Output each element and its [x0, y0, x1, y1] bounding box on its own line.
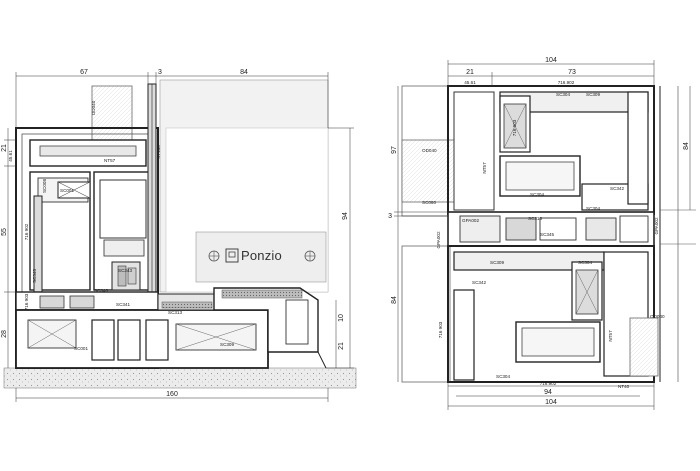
svg-text:SC313: SC313 — [168, 310, 182, 315]
svg-text:21: 21 — [338, 342, 345, 350]
svg-text:SC348: SC348 — [32, 269, 37, 283]
right-right-dimension: 84 — [683, 86, 691, 210]
svg-text:SC008: SC008 — [42, 179, 47, 193]
svg-text:OD040: OD040 — [91, 100, 96, 115]
svg-text:73: 73 — [568, 69, 576, 76]
svg-text:SC342: SC342 — [610, 186, 624, 191]
left-top-dimensions: 67 3 84 — [15, 69, 329, 128]
svg-text:SC304: SC304 — [496, 374, 510, 379]
ponzio-logo-plate: Ponzio — [195, 231, 327, 283]
svg-text:3: 3 — [158, 69, 162, 76]
svg-text:SC304: SC304 — [530, 192, 544, 197]
svg-text:SC309: SC309 — [586, 92, 600, 97]
svg-text:84: 84 — [240, 69, 248, 76]
svg-text:94: 94 — [544, 389, 552, 396]
glass-top — [91, 85, 133, 143]
svg-text:160: 160 — [166, 391, 178, 398]
svg-text:84: 84 — [391, 296, 398, 304]
svg-text:OD040: OD040 — [650, 314, 665, 319]
svg-text:SC343: SC343 — [118, 268, 132, 273]
logo-mark-icon — [225, 248, 239, 263]
svg-text:716.902: 716.902 — [540, 381, 557, 386]
svg-text:NT57: NT57 — [482, 162, 487, 174]
svg-text:84: 84 — [683, 142, 690, 150]
svg-text:104: 104 — [545, 399, 557, 406]
svg-text:94: 94 — [342, 212, 349, 220]
svg-text:45.61: 45.61 — [8, 150, 13, 162]
interlock-hardware — [111, 261, 141, 291]
svg-text:ST140: ST140 — [156, 145, 161, 159]
svg-text:104: 104 — [545, 57, 557, 64]
svg-text:GPA002: GPA002 — [654, 217, 659, 234]
svg-text:716.902: 716.902 — [558, 80, 575, 85]
svg-text:SC341: SC341 — [116, 302, 130, 307]
right-section: 104 21 73 45.61 716.902 97 3 84 84 716.9… — [388, 57, 696, 410]
svg-text:716 903: 716 903 — [512, 119, 517, 136]
right-left-dimensions: 97 3 84 — [388, 86, 448, 382]
svg-text:10: 10 — [338, 314, 345, 322]
svg-text:SC304: SC304 — [578, 260, 592, 265]
svg-text:SC309: SC309 — [490, 260, 504, 265]
left-bottom-dimension: 160 — [15, 388, 329, 402]
svg-text:GPA002: GPA002 — [436, 231, 441, 248]
left-side-dimensions: 21 45.61 55 28 — [1, 128, 16, 368]
svg-text:NT57: NT57 — [104, 158, 116, 163]
left-section: Ponzio — [1, 69, 357, 402]
svg-text:21: 21 — [466, 69, 474, 76]
right-lower-frame — [447, 245, 655, 383]
svg-text:SC001: SC001 — [74, 346, 88, 351]
svg-text:NT57: NT57 — [608, 330, 613, 342]
svg-text:716 903: 716 903 — [24, 293, 29, 310]
left-right-dimensions: 94 10 21 — [326, 127, 354, 369]
svg-text:GPA002: GPA002 — [462, 218, 479, 223]
svg-text:716 903: 716 903 — [438, 321, 443, 338]
svg-text:SC346: SC346 — [94, 288, 108, 293]
left-part-labels: OD040 NT57 SC001 SC001 SC008 SC341 SC343… — [24, 100, 234, 351]
svg-text:3: 3 — [388, 213, 392, 220]
right-part-labels: SC304 SC309 SC304 SC304 SC342 SC345 SC31… — [422, 92, 665, 389]
svg-text:21: 21 — [1, 144, 8, 152]
right-top-dimensions: 104 21 73 45.61 716.902 — [447, 57, 655, 86]
svg-text:97: 97 — [391, 146, 398, 154]
svg-text:28: 28 — [1, 330, 8, 338]
svg-text:OD040: OD040 — [422, 148, 437, 153]
svg-text:SC316: SC316 — [528, 216, 542, 221]
svg-text:SC345: SC345 — [540, 232, 554, 237]
svg-text:55: 55 — [1, 228, 8, 236]
svg-text:SC309: SC309 — [220, 342, 234, 347]
svg-text:SC342: SC342 — [472, 280, 486, 285]
floor-ground — [3, 367, 357, 389]
svg-text:SC060: SC060 — [422, 200, 436, 205]
logo-text: Ponzio — [241, 248, 282, 263]
svg-text:NT40: NT40 — [618, 384, 630, 389]
svg-text:SC001: SC001 — [60, 188, 74, 193]
svg-text:716 902: 716 902 — [24, 223, 29, 240]
svg-text:SC304: SC304 — [556, 92, 570, 97]
svg-text:SC304: SC304 — [586, 206, 600, 211]
svg-text:45.61: 45.61 — [464, 80, 476, 85]
right-bottom-dimensions: 716.902 94 104 — [447, 381, 655, 410]
svg-text:67: 67 — [80, 69, 88, 76]
